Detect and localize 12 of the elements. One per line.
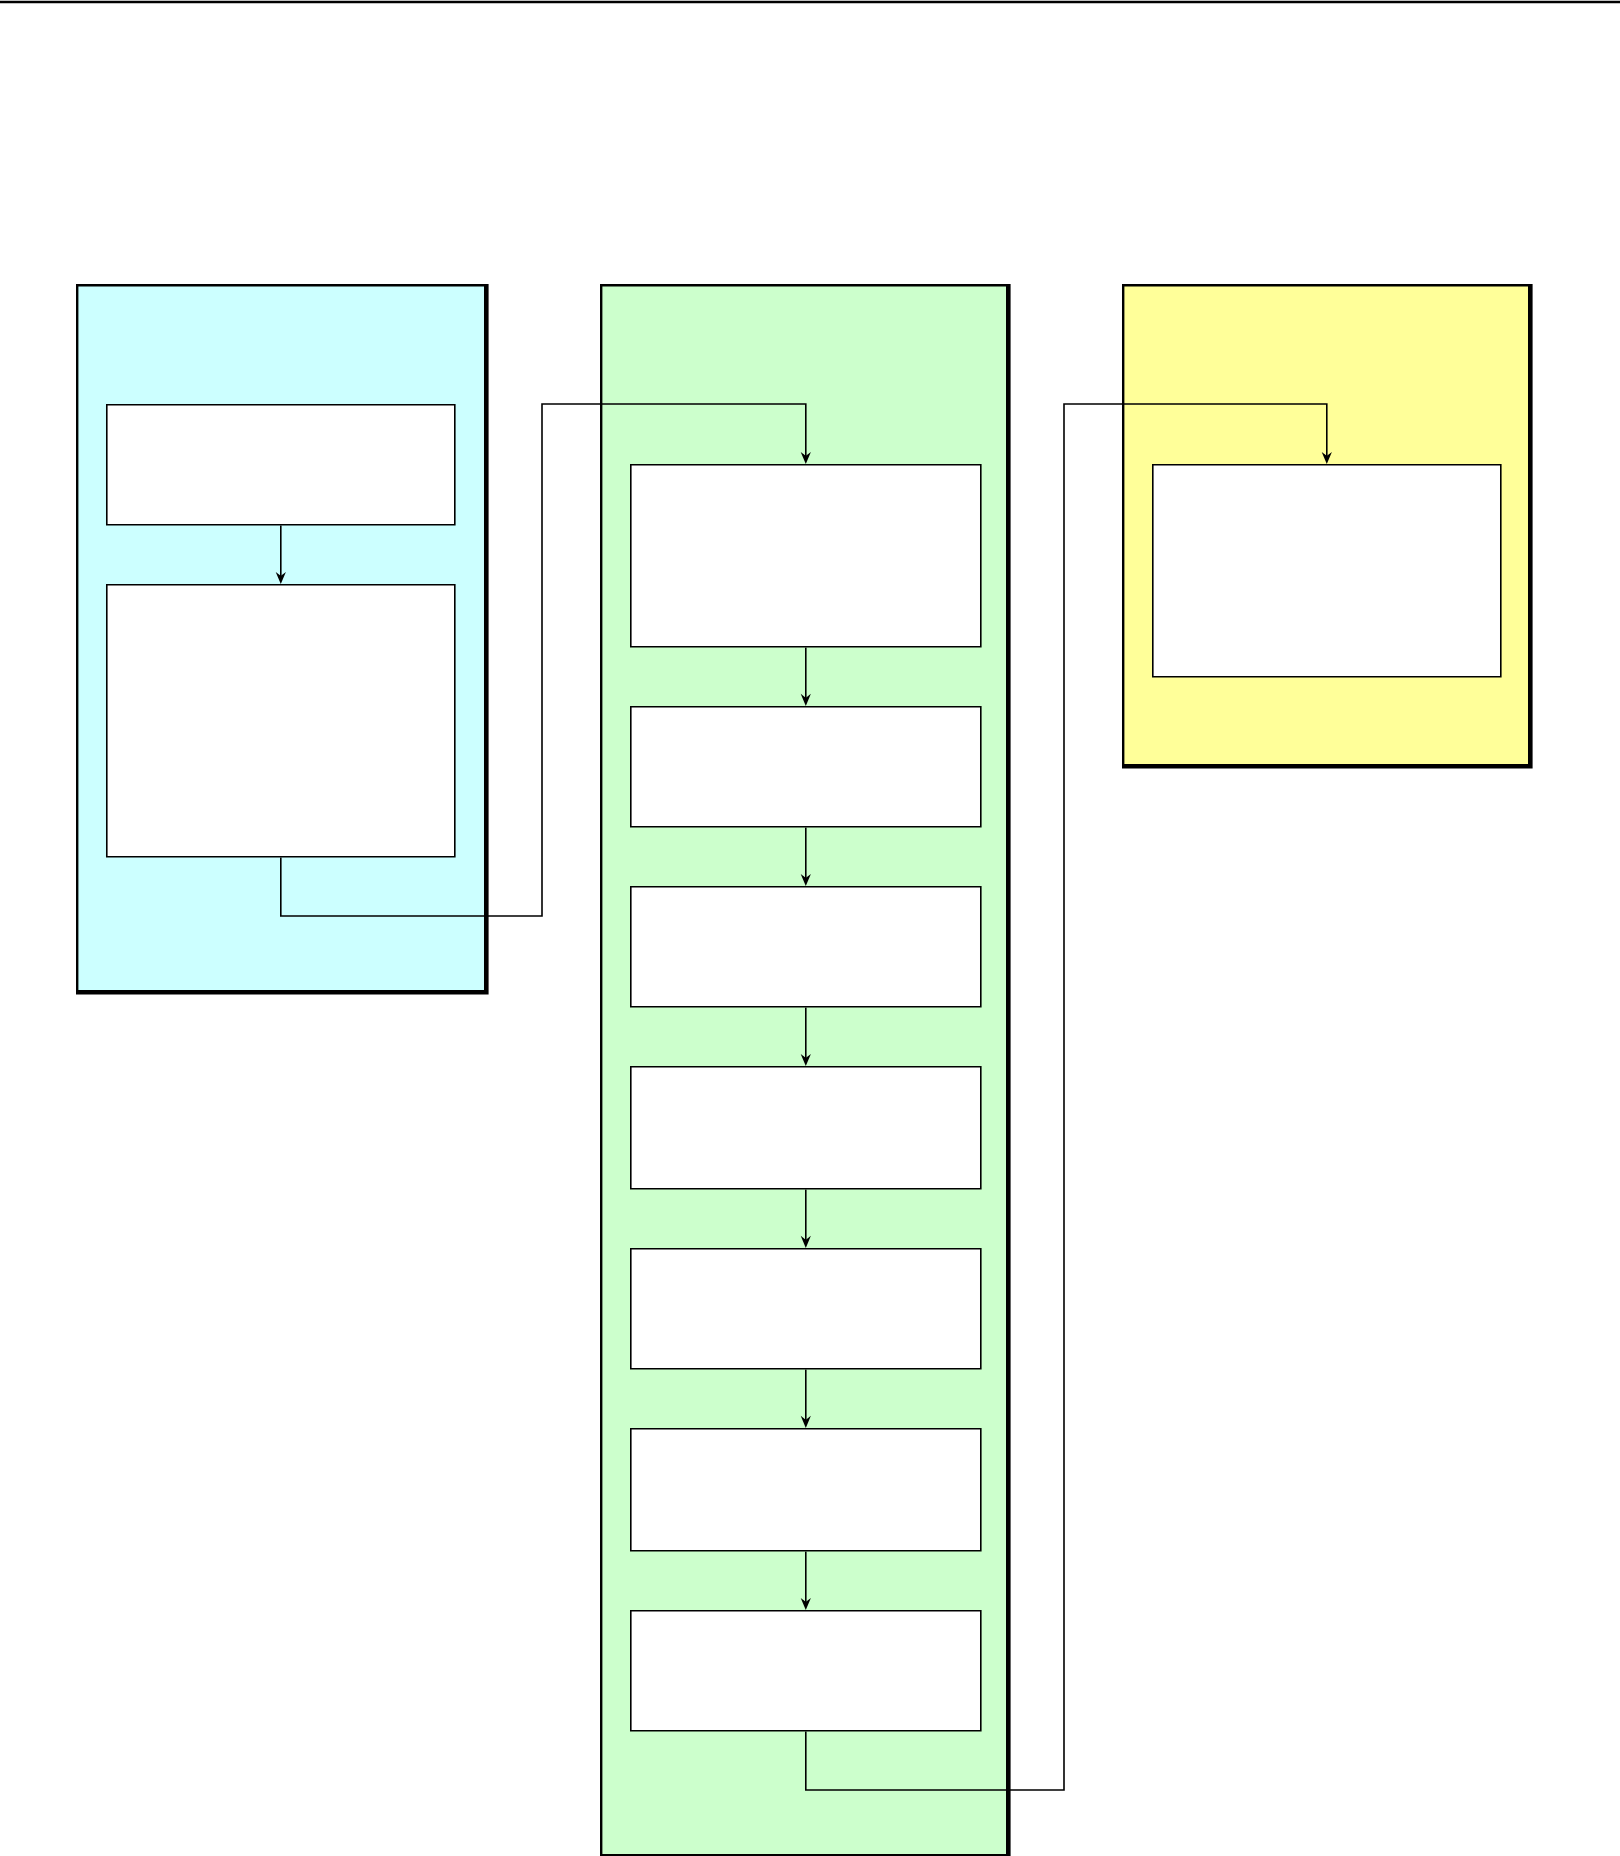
arrow	[805, 403, 1332, 1791]
process-box	[630, 1610, 982, 1732]
process-box	[106, 584, 456, 858]
process-box	[630, 1428, 982, 1552]
process-box	[1152, 464, 1502, 678]
process-box	[630, 886, 982, 1008]
process-box	[630, 706, 982, 828]
process-box	[630, 1248, 982, 1370]
process-box	[630, 464, 982, 648]
process-box	[106, 404, 456, 526]
process-box	[630, 1066, 982, 1190]
arrow	[280, 403, 811, 917]
